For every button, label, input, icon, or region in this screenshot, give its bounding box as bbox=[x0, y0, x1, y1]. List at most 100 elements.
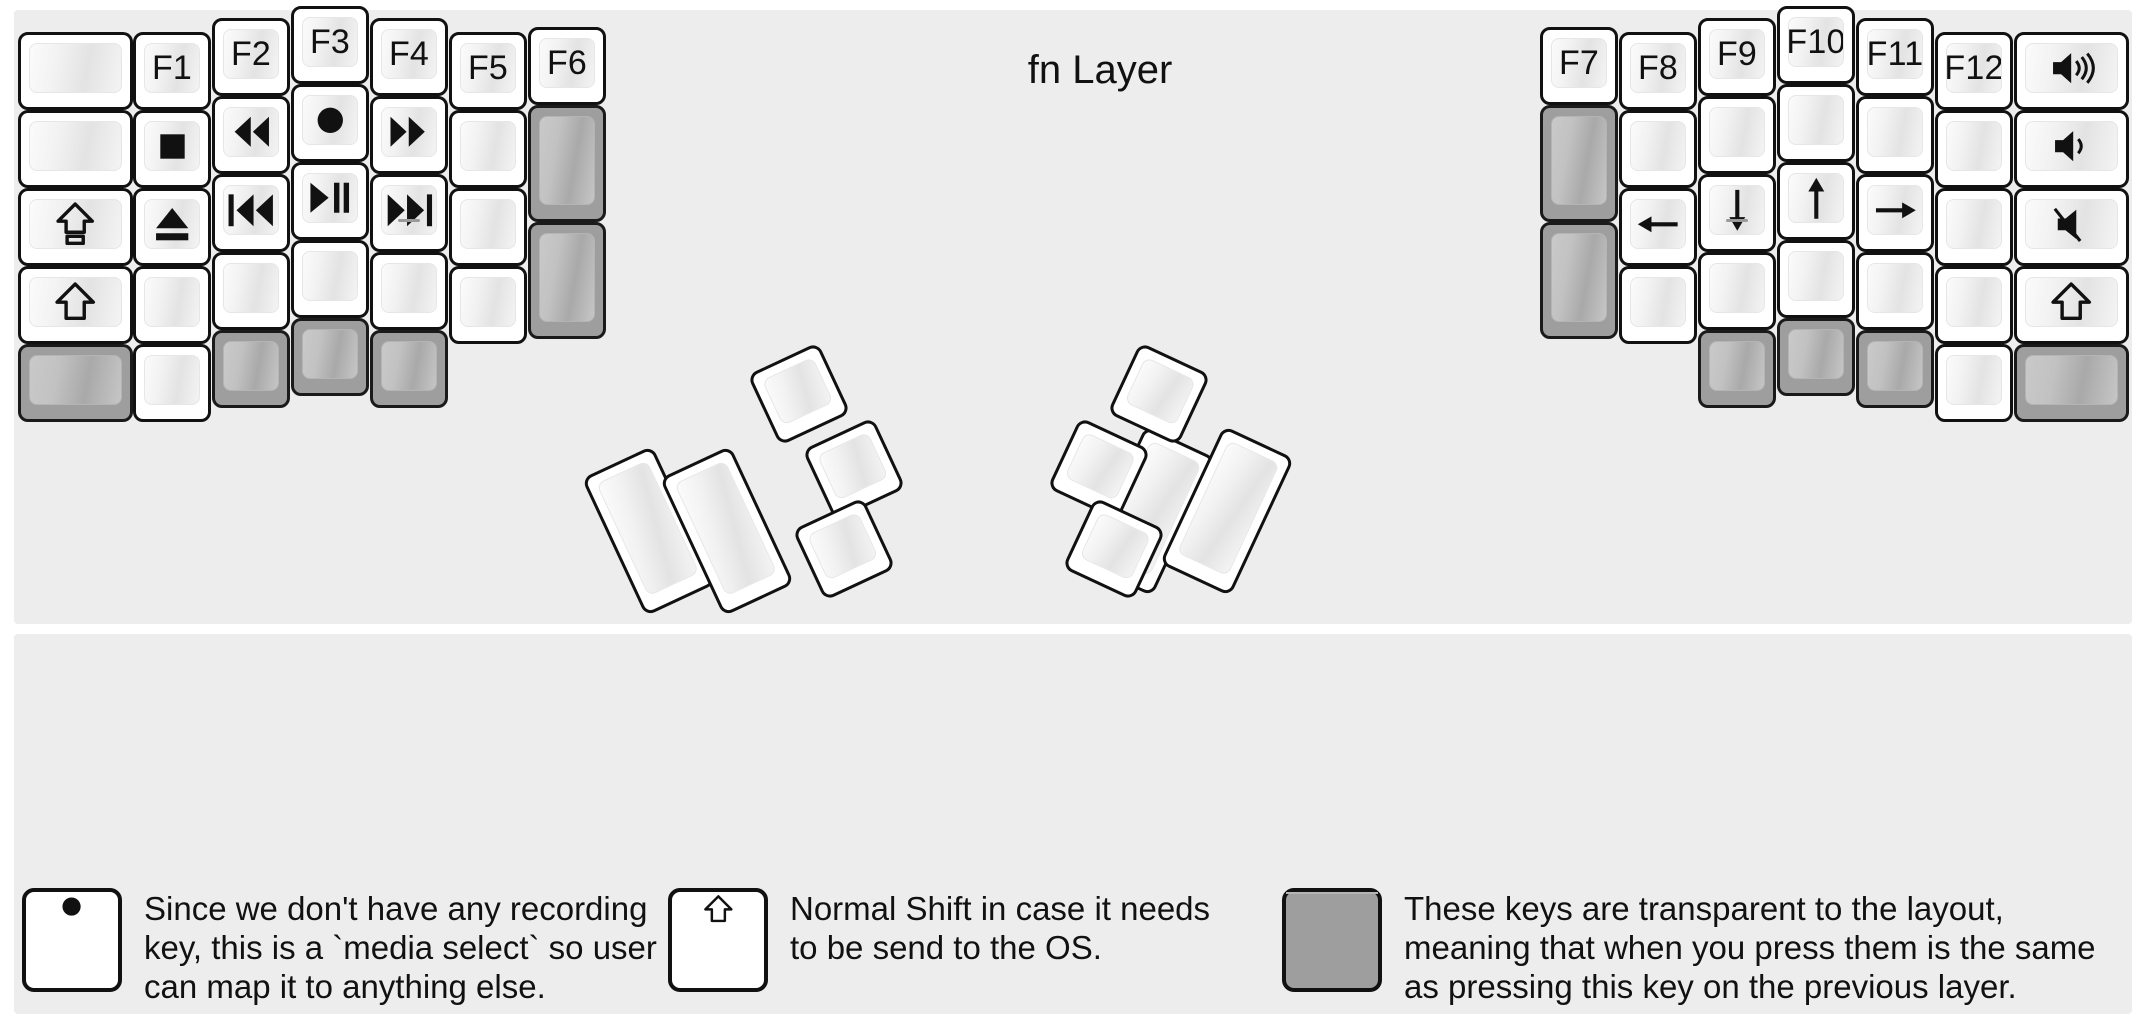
key-L-c5-r1[interactable]: F4 bbox=[370, 18, 448, 96]
key-R-c7-r3[interactable] bbox=[2014, 188, 2129, 266]
key-R-c7-r1[interactable] bbox=[2014, 32, 2129, 110]
keycap-surface bbox=[539, 233, 595, 322]
key-L-c5-r3[interactable] bbox=[370, 174, 448, 252]
key-L-c6-r4[interactable] bbox=[449, 266, 527, 344]
key-R-c1-r2[interactable] bbox=[1540, 105, 1618, 222]
keycap-surface bbox=[1709, 107, 1765, 157]
key-R-c1-r3[interactable] bbox=[1540, 222, 1618, 339]
keycap-surface bbox=[1867, 107, 1923, 157]
key-R-c2-r1[interactable]: F8 bbox=[1619, 32, 1697, 110]
keycap-surface bbox=[1064, 431, 1137, 501]
key-L-c2-r2[interactable] bbox=[133, 110, 211, 188]
key-L-c6-r1[interactable]: F5 bbox=[449, 32, 527, 110]
keycap-surface bbox=[1124, 356, 1197, 426]
legend-description: Normal Shift in case it needs to be send… bbox=[790, 890, 1211, 966]
key-R-c7-r2[interactable] bbox=[2014, 110, 2129, 188]
sublegend-tick bbox=[398, 219, 420, 222]
key-L-c7-r3[interactable] bbox=[528, 222, 606, 339]
keycap-surface bbox=[539, 116, 595, 205]
key-L-c4-r3[interactable] bbox=[291, 162, 369, 240]
keycap-surface bbox=[1946, 277, 2002, 327]
key-L-c1-r4[interactable] bbox=[18, 266, 133, 344]
key-R-c5-r2[interactable] bbox=[1856, 96, 1934, 174]
keycap-surface bbox=[144, 277, 200, 327]
shift-icon bbox=[2047, 278, 2095, 326]
key-R-c5-r4[interactable] bbox=[1856, 252, 1934, 330]
legend-key-sample bbox=[668, 888, 768, 992]
keycap-surface: F9 bbox=[1709, 29, 1765, 79]
key-R-c4-r5[interactable] bbox=[1777, 318, 1855, 396]
key-L-c4-r4[interactable] bbox=[291, 240, 369, 318]
key-L-c7-r1[interactable]: F6 bbox=[528, 27, 606, 105]
keycap-surface bbox=[460, 121, 516, 171]
key-L-c1-r1[interactable] bbox=[18, 32, 133, 110]
key-L-c5-r5[interactable] bbox=[370, 330, 448, 408]
key-L-c2-r3[interactable] bbox=[133, 188, 211, 266]
key-L-c6-r3[interactable] bbox=[449, 188, 527, 266]
keycap-surface: F4 bbox=[381, 29, 437, 79]
key-R-c1-r1[interactable]: F7 bbox=[1540, 27, 1618, 105]
key-R-c3-r4[interactable] bbox=[1698, 252, 1776, 330]
keycap-surface: F1 bbox=[144, 43, 200, 93]
key-R-c5-r3[interactable] bbox=[1856, 174, 1934, 252]
key-R-c3-r5[interactable] bbox=[1698, 330, 1776, 408]
key-label: F7 bbox=[1558, 44, 1600, 82]
key-L-c3-r2[interactable] bbox=[212, 96, 290, 174]
keycap-surface bbox=[302, 329, 358, 379]
key-R-c2-r3[interactable] bbox=[1619, 188, 1697, 266]
key-R-c4-r1[interactable]: F10 bbox=[1777, 6, 1855, 84]
key-L-c3-r4[interactable] bbox=[212, 252, 290, 330]
key-L-c4-r5[interactable] bbox=[291, 318, 369, 396]
key-R-c7-r5[interactable] bbox=[2014, 344, 2129, 422]
keycap-surface bbox=[381, 107, 437, 157]
key-R-c5-r5[interactable] bbox=[1856, 330, 1934, 408]
key-L-c1-r5[interactable] bbox=[18, 344, 133, 422]
key-L-c5-r2[interactable] bbox=[370, 96, 448, 174]
key-L-c7-r2[interactable] bbox=[528, 105, 606, 222]
key-R-c2-r2[interactable] bbox=[1619, 110, 1697, 188]
media-prev-track-icon bbox=[224, 186, 278, 234]
key-R-c3-r2[interactable] bbox=[1698, 96, 1776, 174]
keycap-surface bbox=[302, 173, 358, 223]
key-L-c6-r2[interactable] bbox=[449, 110, 527, 188]
key-R-c6-r2[interactable] bbox=[1935, 110, 2013, 188]
keycap-surface bbox=[381, 263, 437, 313]
keycap-surface bbox=[302, 251, 358, 301]
key-L-c3-r5[interactable] bbox=[212, 330, 290, 408]
key-R-c5-r1[interactable]: F11 bbox=[1856, 18, 1934, 96]
key-R-c6-r5[interactable] bbox=[1935, 344, 2013, 422]
key-L-c5-r4[interactable] bbox=[370, 252, 448, 330]
key-L-c4-r2[interactable] bbox=[291, 84, 369, 162]
legend-key-sample bbox=[22, 888, 122, 992]
key-L-c2-r1[interactable]: F1 bbox=[133, 32, 211, 110]
key-L-c3-r1[interactable]: F2 bbox=[212, 18, 290, 96]
keycap-surface bbox=[1946, 355, 2002, 405]
key-R-c3-r1[interactable]: F9 bbox=[1698, 18, 1776, 96]
legend-key-sample bbox=[1282, 888, 1382, 992]
key-L-c1-r3[interactable] bbox=[18, 188, 133, 266]
keycap-surface: F6 bbox=[539, 38, 595, 88]
key-L-c1-r2[interactable] bbox=[18, 110, 133, 188]
key-R-c6-r3[interactable] bbox=[1935, 188, 2013, 266]
key-R-c7-r4[interactable] bbox=[2014, 266, 2129, 344]
keycap-surface bbox=[223, 107, 279, 157]
media-rewind-icon bbox=[225, 108, 276, 156]
key-L-c4-r1[interactable]: F3 bbox=[291, 6, 369, 84]
caps-lock-icon bbox=[51, 200, 99, 248]
key-R-c6-r4[interactable] bbox=[1935, 266, 2013, 344]
keycap-surface bbox=[29, 355, 122, 405]
keycap-surface bbox=[29, 43, 122, 93]
key-R-c6-r1[interactable]: F12 bbox=[1935, 32, 2013, 110]
key-L-c2-r5[interactable] bbox=[133, 344, 211, 422]
keycap-surface bbox=[26, 892, 118, 921]
key-R-c2-r4[interactable] bbox=[1619, 266, 1697, 344]
key-R-c3-r3[interactable] bbox=[1698, 174, 1776, 252]
keycap-surface bbox=[223, 263, 279, 313]
key-R-c4-r3[interactable] bbox=[1777, 162, 1855, 240]
keycap-surface bbox=[2025, 355, 2118, 405]
key-R-c4-r2[interactable] bbox=[1777, 84, 1855, 162]
key-L-c2-r4[interactable] bbox=[133, 266, 211, 344]
key-R-c4-r4[interactable] bbox=[1777, 240, 1855, 318]
key-L-c3-r3[interactable] bbox=[212, 174, 290, 252]
key-label: F11 bbox=[1867, 35, 1923, 73]
